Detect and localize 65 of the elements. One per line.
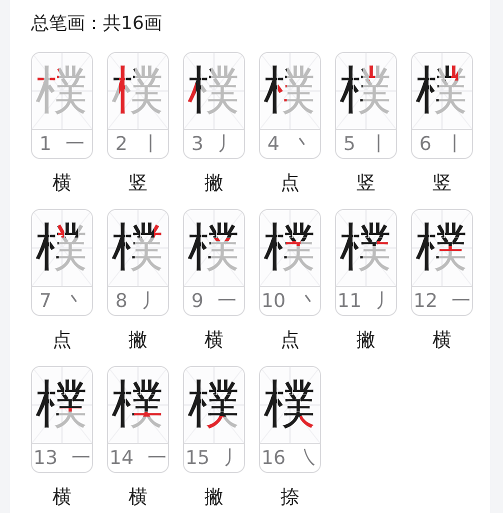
stroke-name: 竖 (356, 172, 376, 194)
stroke-card (107, 209, 169, 316)
stroke-order-character: 樸 (36, 379, 88, 431)
stroke-name: 撇 (204, 172, 224, 194)
stroke-number: 7 丶 (38, 289, 86, 314)
stroke-number: 4 丶 (266, 132, 314, 157)
stroke-number: 14 一 (108, 446, 168, 471)
stroke-name: 点 (280, 172, 300, 194)
stroke-name: 横 (432, 329, 452, 351)
stroke-number: 11 丿 (336, 289, 396, 314)
stroke-number: 1 一 (38, 132, 86, 157)
stroke-name: 横 (52, 172, 72, 194)
stroke-card (259, 52, 321, 159)
stroke-card (259, 366, 321, 473)
stroke-name: 撇 (128, 329, 148, 351)
stroke-card (335, 52, 397, 159)
stroke-number: 9 一 (190, 289, 238, 314)
stroke-number: 15 丿 (184, 446, 244, 471)
stroke-card (183, 209, 245, 316)
stroke-number: 5 丨 (342, 132, 390, 157)
stroke-name: 撇 (356, 329, 376, 351)
stroke-card (411, 209, 473, 316)
stroke-count-title: 总笔画：共16画 (31, 12, 162, 36)
stroke-order-character: 樸 (112, 65, 164, 117)
stroke-name: 横 (128, 486, 148, 508)
stroke-order-character: 樸 (188, 379, 240, 431)
stroke-order-character: 樸 (36, 222, 88, 274)
stroke-order-character: 樸 (188, 65, 240, 117)
stroke-card (411, 52, 473, 159)
stroke-name: 竖 (432, 172, 452, 194)
stroke-order-character: 樸 (188, 222, 240, 274)
stroke-order-character: 樸 (340, 222, 392, 274)
stroke-name: 横 (204, 329, 224, 351)
stroke-number: 10 丶 (260, 289, 320, 314)
stroke-card (107, 52, 169, 159)
stroke-order-character: 樸 (416, 222, 468, 274)
stroke-order-character: 樸 (112, 222, 164, 274)
stroke-card (183, 52, 245, 159)
stroke-name: 撇 (204, 486, 224, 508)
stroke-number: 3 丿 (190, 132, 238, 157)
stroke-card (107, 366, 169, 473)
stroke-order-character: 樸 (340, 65, 392, 117)
stroke-number: 13 一 (32, 446, 92, 471)
stroke-order-character: 樸 (36, 65, 88, 117)
stroke-card (31, 366, 93, 473)
stroke-number: 6 丨 (418, 132, 466, 157)
stroke-order-character: 樸 (264, 222, 316, 274)
stroke-card (31, 209, 93, 316)
stroke-number: 12 一 (412, 289, 472, 314)
stroke-name: 横 (52, 486, 72, 508)
stroke-order-character: 樸 (112, 379, 164, 431)
stroke-card (31, 52, 93, 159)
stroke-name: 点 (280, 329, 300, 351)
stroke-name: 捺 (280, 486, 300, 508)
stroke-card (259, 209, 321, 316)
stroke-name: 点 (52, 329, 72, 351)
stroke-name: 竖 (128, 172, 148, 194)
stroke-number: 2 丨 (114, 132, 162, 157)
stroke-number: 8 丿 (114, 289, 162, 314)
stroke-number: 16 ㇏ (260, 446, 320, 471)
stroke-order-character: 樸 (264, 65, 316, 117)
stroke-order-character: 樸 (264, 379, 316, 431)
stroke-card (183, 366, 245, 473)
stroke-card (335, 209, 397, 316)
stroke-order-character: 樸 (416, 65, 468, 117)
